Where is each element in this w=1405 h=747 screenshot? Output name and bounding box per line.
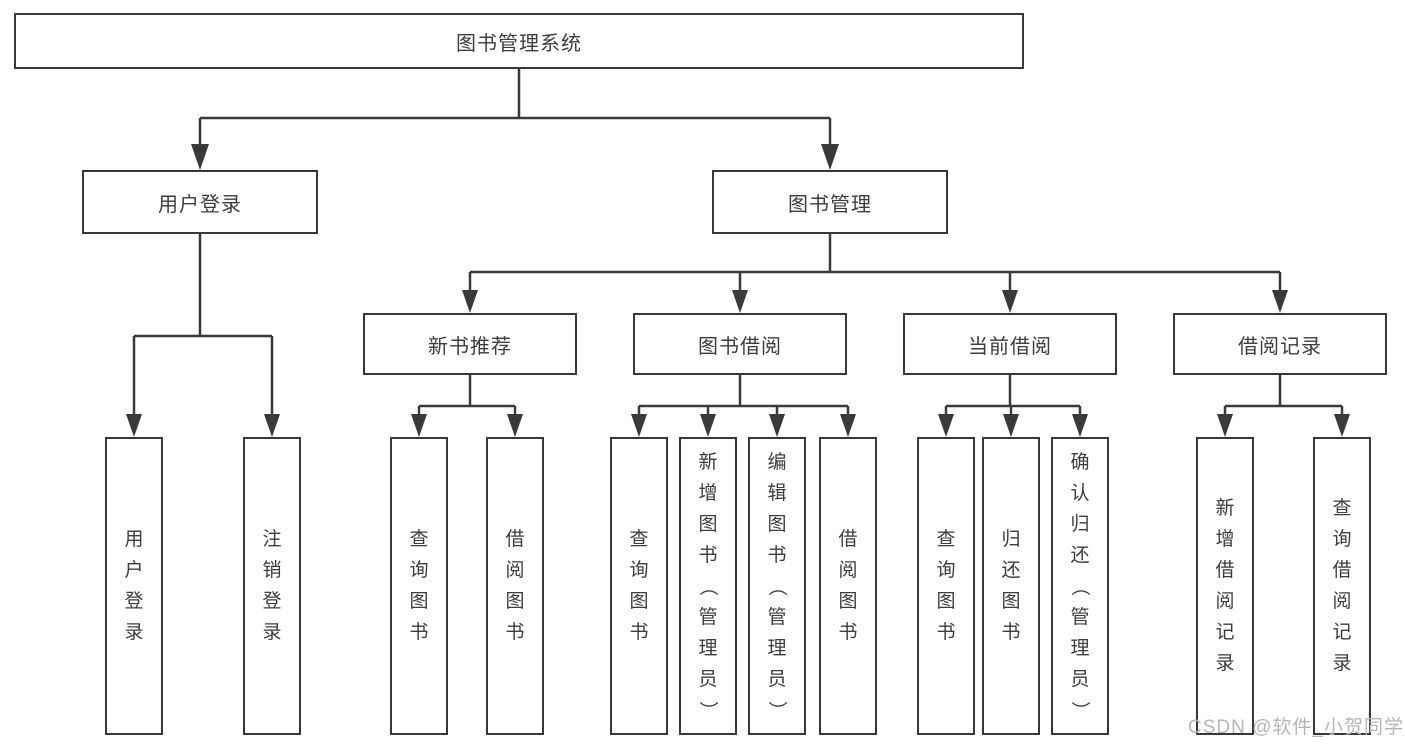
- leaf-logout: 注销登录: [243, 437, 301, 735]
- leaf-nb-query-books: 查询图书: [390, 437, 448, 735]
- node-user-login-label: 用户登录: [158, 193, 242, 216]
- node-new-book-recommend-label: 新书推荐: [428, 335, 512, 358]
- leaf-nb-borrow-books: 借阅图书: [486, 437, 544, 735]
- node-user-login: 用户登录: [82, 170, 318, 234]
- leaf-br-add-record: 新增借阅记录: [1196, 437, 1254, 735]
- connector-paths: [132, 69, 1344, 419]
- node-new-book-recommend: 新书推荐: [363, 313, 577, 375]
- node-borrowing-records: 借阅记录: [1173, 313, 1387, 375]
- node-current-borrowing: 当前借阅: [903, 313, 1117, 375]
- leaf-user-login: 用户登录: [105, 437, 163, 735]
- leaf-bb-add-books: 新增图书（管理员）: [679, 437, 737, 735]
- leaf-bb-borrow-books: 借阅图书: [819, 437, 877, 735]
- node-borrowing-records-label: 借阅记录: [1238, 335, 1322, 358]
- node-book-borrowing-label: 图书借阅: [698, 335, 782, 358]
- watermark: CSDN @软件_小贺同学: [1188, 717, 1404, 738]
- node-book-management-label: 图书管理: [788, 193, 872, 216]
- node-book-management: 图书管理: [712, 170, 948, 234]
- leaf-cb-confirm-return: 确认归还（管理员）: [1051, 437, 1109, 735]
- node-current-borrowing-label: 当前借阅: [968, 335, 1052, 358]
- leaf-bb-query-books: 查询图书: [610, 437, 668, 735]
- node-book-borrowing: 图书借阅: [633, 313, 847, 375]
- leaf-bb-edit-books: 编辑图书（管理员）: [748, 437, 806, 735]
- node-root-label: 图书管理系统: [456, 32, 582, 55]
- node-root: 图书管理系统: [14, 13, 1024, 69]
- leaf-br-query-record: 查询借阅记录: [1313, 437, 1371, 735]
- arrowheads: [126, 144, 1350, 437]
- leaf-cb-return-books: 归还图书: [982, 437, 1040, 735]
- leaf-cb-query-books: 查询图书: [917, 437, 975, 735]
